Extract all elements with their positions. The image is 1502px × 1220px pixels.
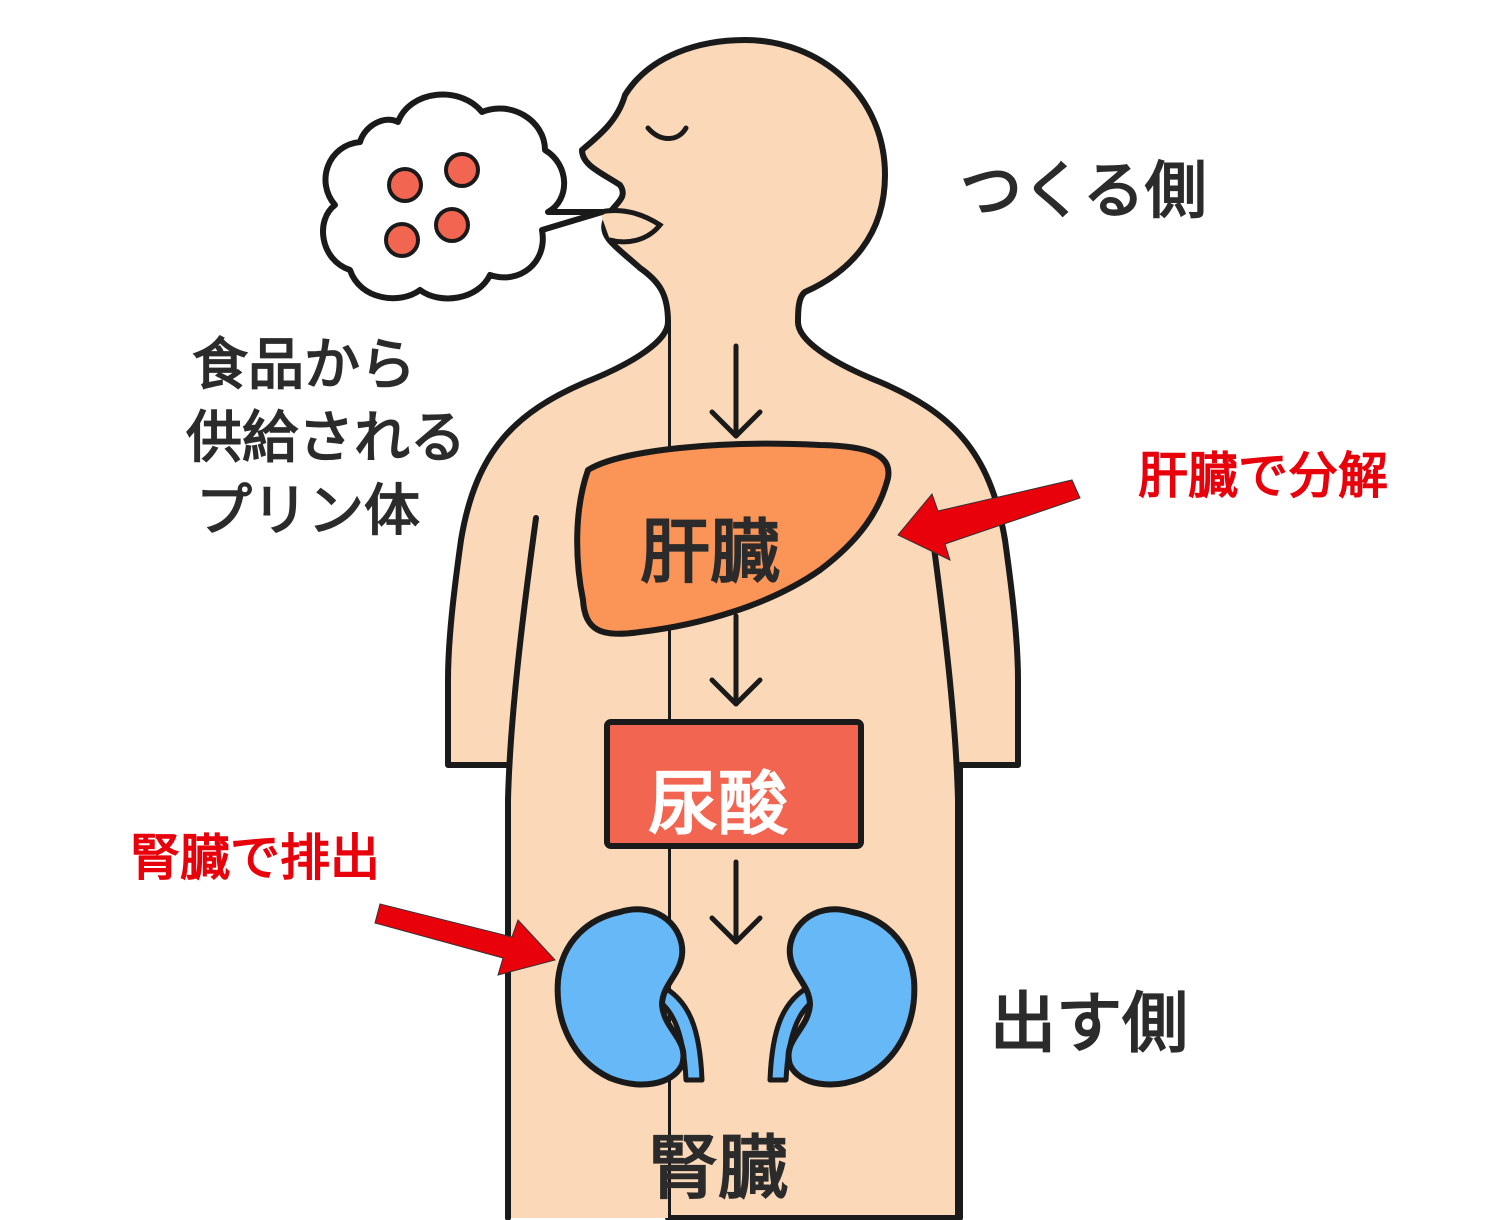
purine-dot [384,222,420,258]
flow-arrow-neck [709,343,763,439]
liver-organ [574,440,892,637]
flow-arrow-uric [709,859,763,945]
right-kidney [767,906,918,1088]
food-supply-label-line3: プリン体 [196,479,420,544]
kidney-label: 腎臓 [648,1127,788,1209]
producer-side-label: つくる側 [960,154,1207,227]
closed-eye-icon [645,125,689,141]
left-arm-line [505,515,539,1220]
purine-dot [387,167,423,203]
food-supply-label-line1: 食品から [192,333,416,398]
food-supply-label-line2: 供給される [186,406,466,471]
purine-dot [444,152,480,188]
left-body-outline [445,319,671,768]
uric-acid-label: 尿酸 [648,763,788,845]
red-arrow-liver [897,479,1081,561]
uric-acid-box [604,719,864,849]
red-arrow-kidney [374,903,556,976]
speech-bubble [320,91,605,302]
liver-note-label: 肝臓で分解 [1138,447,1388,505]
purine-dot [434,207,470,243]
mouth-icon [597,208,664,245]
cloud-shape [320,91,605,302]
excreter-side-label: 出す側 [990,985,1188,1062]
kidney-note-label: 腎臓で排出 [130,829,380,887]
right-arm-line [927,515,961,1220]
left-kidney [554,906,705,1088]
liver-label: 肝臓 [640,511,780,593]
flow-arrow-liver [709,613,763,707]
